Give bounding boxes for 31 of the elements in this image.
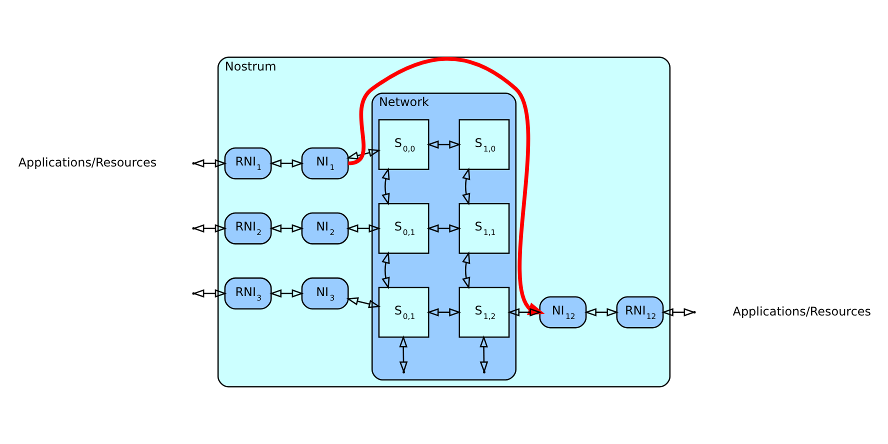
node-box: NI$_{12}$ [539, 296, 587, 328]
label: Applications/Resources [18, 156, 157, 170]
arrow [462, 251, 470, 290]
node-box: S$_{0,1}$ [378, 202, 430, 254]
arrow [346, 297, 381, 308]
node-box: RNI$_{2}$ [224, 212, 272, 244]
node-box: S$_{1,1}$ [458, 202, 510, 254]
node-box: RNI$_{12}$ [616, 296, 664, 328]
node-box: RNI$_{1}$ [224, 147, 272, 180]
arrow [426, 140, 462, 149]
arrow [270, 289, 304, 298]
arrow [346, 224, 381, 233]
arrow [426, 308, 462, 316]
node-box: S$_{1,0}$ [458, 119, 510, 170]
node-box: RNI$_{3}$ [224, 277, 272, 310]
arrow [270, 224, 304, 233]
arrow [508, 308, 542, 316]
arrow [426, 224, 462, 233]
arrow [462, 168, 470, 206]
node-box: S$_{0,0}$ [378, 119, 430, 170]
node-box: NI$_{2}$ [301, 212, 349, 244]
label: Applications/Resources [732, 304, 872, 318]
arrow [346, 148, 381, 160]
node-box: S$_{1,2}$ [458, 286, 510, 338]
node-box: NI$_{1}$ [301, 147, 349, 180]
arrow [382, 251, 390, 290]
node-box: NI$_{3}$ [301, 277, 349, 310]
arrow [270, 159, 304, 168]
node-box: S$_{0,1}$ [378, 286, 430, 338]
arrow [382, 168, 390, 206]
arrow [584, 308, 619, 316]
